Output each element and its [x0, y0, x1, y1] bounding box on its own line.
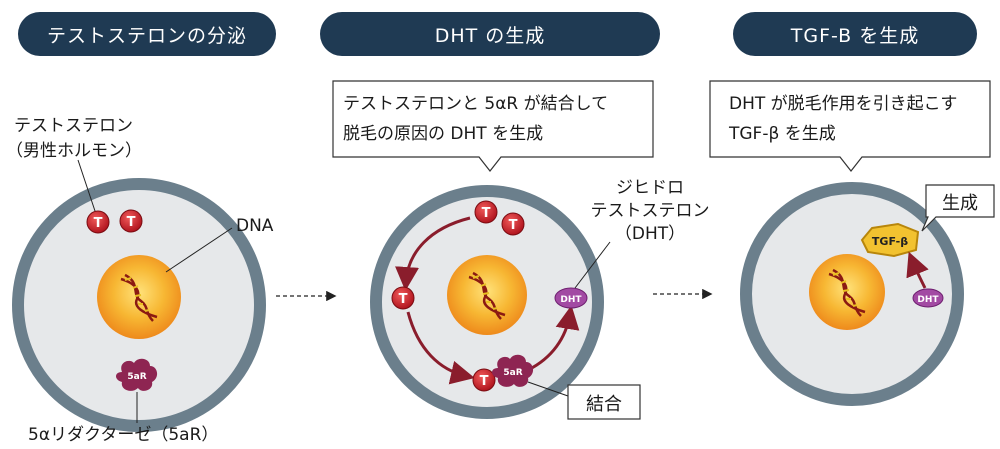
panel3-bubble-line2: TGF-β を生成: [729, 124, 836, 144]
panel2-arrow-top-left: [395, 216, 471, 291]
panel1-t-marker-1: T: [86, 210, 110, 234]
panel1-testosterone-pointer: [77, 159, 97, 215]
panel2-enzyme-5ar: 5aR: [492, 354, 534, 387]
panel3-arrow-up: [906, 251, 929, 289]
svg-text:T: T: [94, 216, 103, 231]
svg-text:T: T: [127, 215, 136, 230]
panel2-dht-marker: DHT: [554, 287, 588, 309]
panel1-enzyme-label: 5αリダクターゼ（5aR）: [28, 425, 219, 445]
panel1-dna-icon: [120, 273, 158, 322]
panel3-tgf-marker: TGF-β: [860, 222, 920, 258]
panel2-dht-label-line3: （DHT）: [614, 224, 686, 244]
panel1-dna-label: DNA: [236, 216, 274, 236]
step2-header: DHT の生成: [320, 12, 660, 56]
svg-text:T: T: [399, 292, 408, 307]
svg-text:TGF-β: TGF-β: [872, 235, 908, 248]
panel2-t-marker-bound: T: [472, 368, 496, 392]
panel1-dna-pointer: [165, 227, 233, 273]
svg-text:DHT: DHT: [917, 295, 939, 305]
panel2-dht-label-line2: テストステロン: [590, 201, 710, 221]
panel3-produce-box: [921, 184, 995, 232]
panel2-speech-bubble: [332, 80, 654, 172]
panel1-testosterone-label-line1: テストステロン: [14, 116, 133, 136]
panel2-t-marker-1: T: [474, 200, 498, 224]
panel2-bubble-line1: テストステロンと 5αR が結合して: [343, 94, 609, 114]
svg-text:DHT: DHT: [560, 295, 582, 305]
panel2-t-marker-3: T: [391, 286, 415, 310]
svg-text:T: T: [480, 374, 489, 389]
panel3-dna-icon: [828, 268, 866, 317]
panel1-t-marker-2: T: [119, 209, 143, 233]
svg-text:T: T: [482, 206, 491, 221]
svg-text:T: T: [509, 218, 518, 233]
panel2-dna-icon: [468, 271, 506, 320]
panel2-dht-label-line1: ジヒドロ: [616, 178, 684, 198]
step1-header: テストステロンの分泌: [18, 12, 276, 56]
panel2-dht-pointer: [574, 241, 611, 289]
panel3-speech-bubble: [709, 80, 991, 172]
panel3-bubble-line1: DHT が脱毛作用を引き起こす: [729, 94, 958, 114]
svg-text:5aR: 5aR: [127, 372, 146, 382]
panel2-arrow-right: [527, 305, 580, 372]
panel2-t-marker-2: T: [501, 212, 525, 236]
panel2-bubble-line2: 脱毛の原因の DHT を生成: [343, 124, 544, 144]
panel2-bind-label: 結合: [586, 394, 622, 415]
step3-header: TGF-B を生成: [733, 12, 977, 56]
panel2-bind-box: [567, 384, 641, 420]
svg-text:5aR: 5aR: [503, 368, 522, 378]
panel3-dht-marker: DHT: [912, 288, 944, 308]
panel3-produce-label: 生成: [942, 193, 978, 214]
panel1-testosterone-label-line2: （男性ホルモン）: [6, 141, 142, 161]
panel1-enzyme-5ar: 5aR: [116, 358, 158, 391]
panel2-bind-pointer: [527, 381, 569, 397]
panel2-arrow-bottom: [406, 311, 475, 385]
